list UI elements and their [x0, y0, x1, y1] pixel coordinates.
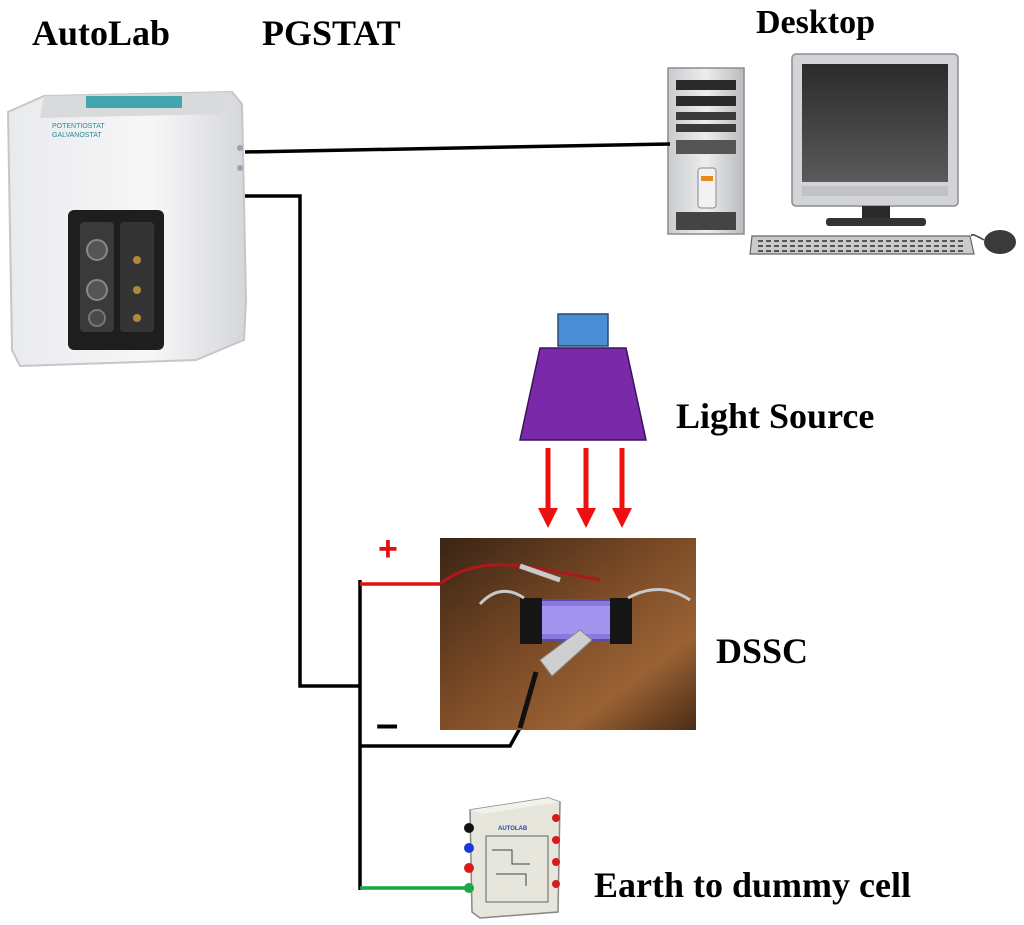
- dummy-cell-body: [469, 797, 561, 919]
- light-beams: [538, 448, 632, 528]
- data-cable: [244, 142, 671, 154]
- terminal-blue: [464, 843, 474, 853]
- negative-terminal-sign: –: [376, 702, 399, 746]
- terminal-green: [464, 883, 474, 893]
- dssc-label: DSSC: [716, 631, 809, 671]
- terminal-black: [464, 823, 474, 833]
- autolab-instrument: POTENTIOSTAT GALVANOSTAT: [6, 90, 248, 368]
- pgstat-label: PGSTAT: [262, 13, 401, 53]
- pgstat-lead-wire: [245, 194, 360, 688]
- beam-arrow-1: [538, 508, 558, 528]
- lamp-body: [519, 347, 647, 441]
- beam-arrow-2: [576, 508, 596, 528]
- beam-arrow-3: [612, 508, 632, 528]
- dummy-cell-label: AUTOLAB: [498, 826, 528, 832]
- dssc-photo: [439, 538, 696, 730]
- dummy-cell: AUTOLAB: [464, 797, 561, 919]
- wiring: [244, 142, 671, 890]
- autolab-label: AutoLab: [32, 13, 171, 53]
- monitor-screen: [802, 64, 948, 182]
- desktop-computer: [667, 53, 1016, 255]
- negative-wire: [360, 727, 522, 748]
- earth-to-dummy-cell-label: Earth to dummy cell: [594, 865, 911, 905]
- light-source: [519, 313, 647, 528]
- positive-terminal-sign: +: [378, 530, 398, 568]
- autolab-display-strip: [86, 96, 182, 108]
- alligator-clip: [539, 629, 593, 677]
- mouse: [984, 230, 1016, 254]
- terminal-red: [464, 863, 474, 873]
- binder-clip-left: [520, 598, 542, 644]
- light-source-label: Light Source: [676, 396, 875, 436]
- autolab-panel-line1: POTENTIOSTAT: [52, 123, 105, 130]
- desktop-label: Desktop: [756, 4, 876, 41]
- lamp-cap: [557, 313, 609, 347]
- autolab-panel-line2: GALVANOSTAT: [52, 132, 102, 139]
- binder-clip-right: [610, 598, 632, 644]
